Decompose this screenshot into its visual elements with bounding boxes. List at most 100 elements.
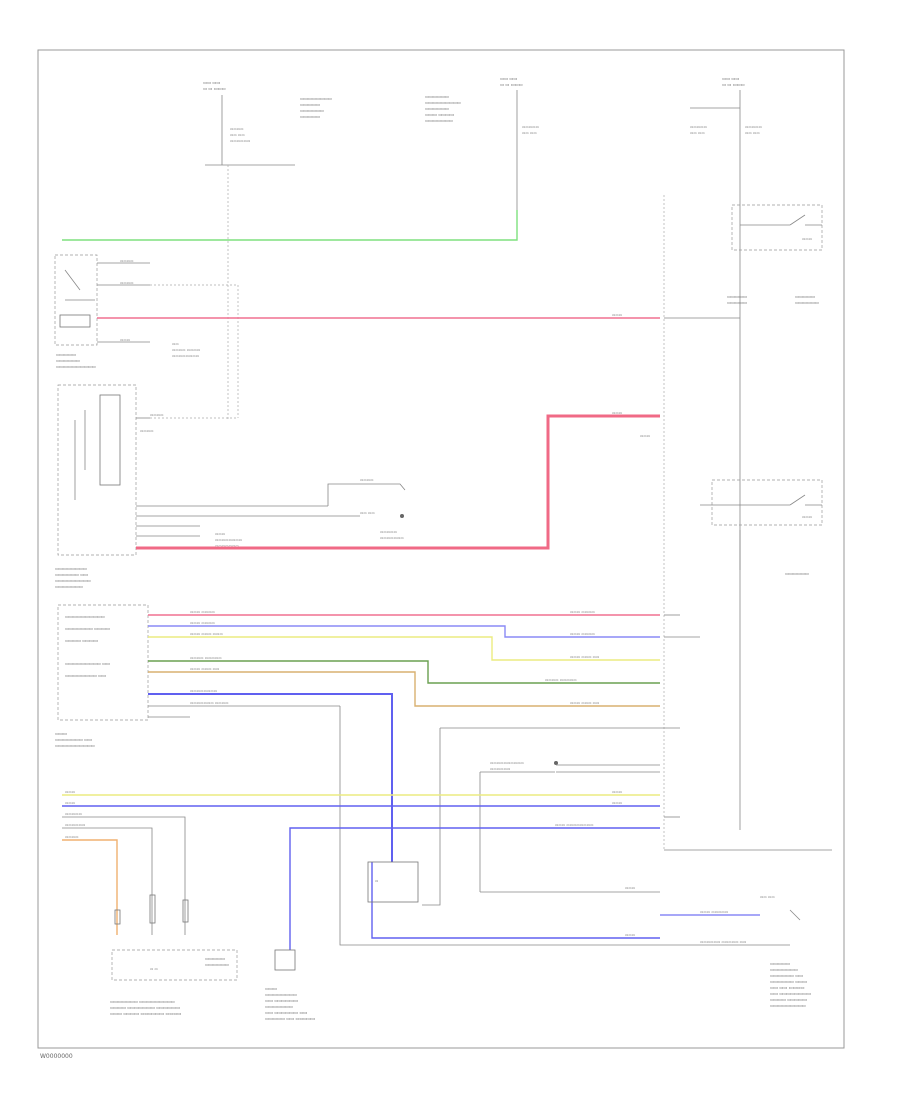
svg-text:▭▭▭▭▭▭: ▭▭▭▭▭▭ <box>300 108 324 113</box>
svg-text:▭▭▭: ▭▭▭ <box>640 434 650 438</box>
svg-text:▭▭▭▭▭▭▭▭: ▭▭▭▭▭▭▭▭ <box>265 992 297 997</box>
svg-text:▭▭▭▭▭▭▭ ▭▭▭▭: ▭▭▭▭▭▭▭ ▭▭▭▭ <box>65 626 110 631</box>
svg-text:▭▭▭▭▭: ▭▭▭▭▭ <box>745 125 762 129</box>
svg-text:▭▭▭▭▭: ▭▭▭▭▭ <box>727 300 747 305</box>
svg-text:▭▭▭▭▭▭▭▭▭: ▭▭▭▭▭▭▭▭▭ <box>55 578 91 583</box>
svg-text:▭▭ ▭▭: ▭▭ ▭▭ <box>360 511 375 515</box>
svg-text:▭▭▭▭▭▭▭▭▭▭: ▭▭▭▭▭▭▭▭▭▭ <box>56 364 96 369</box>
svg-text:▭▭▭▭▭▭: ▭▭▭▭▭▭ <box>490 767 510 771</box>
diagram-frame <box>37 49 845 1049</box>
svg-text:▭▭▭▭▭▭▭: ▭▭▭▭▭▭▭ <box>265 1004 293 1009</box>
svg-text:▭▭▭▭▭▭: ▭▭▭▭▭▭ <box>785 571 809 576</box>
relay-lower-right: ▭▭▭ ▭▭▭▭▭▭ <box>700 479 823 576</box>
svg-text:▭▭ ▭▭: ▭▭ ▭▭ <box>690 131 705 135</box>
svg-text:▭▭▭▭▭: ▭▭▭▭▭ <box>300 102 320 107</box>
svg-text:▭▭▭▭▭▭▭: ▭▭▭▭▭▭▭ <box>425 118 453 123</box>
svg-text:▭▭▭▭▭▭▭▭▭▭: ▭▭▭▭▭▭▭▭▭▭ <box>55 743 95 748</box>
svg-text:▭▭▭ ▭▭▭▭▭▭▭▭: ▭▭▭ ▭▭▭▭▭▭▭▭ <box>555 823 594 827</box>
svg-text:▭▭▭▭▭▭▭▭: ▭▭▭▭▭▭▭▭ <box>215 538 242 542</box>
fuse-feed-left: ▭▭ ▭▭ ▭ ▭ ▭▭▭ ▭▭▭▭ ▭▭ ▭▭ ▭▭▭▭▭▭ ▭▭▭▭▭▭▭▭… <box>203 80 332 420</box>
blower-control-module: ▭▭▭▭▭▭▭▭ ▭▭▭▭▭▭ ▭▭ ▭▭▭▭▭▭▭▭▭ ▭▭▭▭▭▭▭ <box>55 384 137 589</box>
svg-text:▭▭▭: ▭▭▭ <box>625 933 635 937</box>
connector-icon <box>182 899 189 923</box>
actuator-block <box>367 861 419 903</box>
svg-text:▭▭▭▭▭: ▭▭▭▭▭ <box>770 961 790 966</box>
svg-text:▭▭▭: ▭▭▭ <box>55 731 67 736</box>
svg-text:▭▭▭▭▭▭▭▭: ▭▭▭▭▭▭▭▭ <box>55 566 87 571</box>
svg-text:▭▭▭ ▭▭▭▭: ▭▭▭ ▭▭▭▭ <box>570 632 595 636</box>
svg-text:▭▭▭▭▭▭: ▭▭▭▭▭▭ <box>795 300 819 305</box>
svg-text:▭▭▭▭ ▭▭▭▭: ▭▭▭▭ ▭▭▭▭ <box>172 348 200 352</box>
relay-switch-icon <box>789 494 806 506</box>
fuse-feed-center: ▭▭ ▭▭ ▭ ▭ ▭▭▭ ▭▭▭▭▭▭ ▭▭▭▭▭▭▭▭▭ ▭▭▭▭▭▭ ▭▭… <box>425 76 539 240</box>
svg-text:▭▭▭▭: ▭▭▭▭ <box>120 259 134 263</box>
svg-text:▭▭ ▭▭: ▭▭ ▭▭ <box>722 76 739 81</box>
svg-text:▭▭▭▭▭▭: ▭▭▭▭▭▭ <box>205 962 229 967</box>
svg-text:▭▭: ▭▭ <box>172 342 179 346</box>
svg-text:▭▭▭: ▭▭▭ <box>612 313 622 317</box>
svg-text:▭▭ ▭▭: ▭▭ ▭▭ <box>203 80 220 85</box>
svg-text:▭▭▭▭ ▭▭▭▭▭: ▭▭▭▭ ▭▭▭▭▭ <box>770 997 807 1002</box>
svg-text:▭▭▭▭▭: ▭▭▭▭▭ <box>690 125 707 129</box>
svg-text:▭▭▭▭▭▭▭▭: ▭▭▭▭▭▭▭▭ <box>172 354 199 358</box>
svg-text:▭▭▭▭▭▭▭▭: ▭▭▭▭▭▭▭▭ <box>190 689 217 693</box>
sensor-connector-group: ▭ ▭ ▭▭▭▭▭ ▭▭▭▭▭▭ ▭▭▭▭▭▭▭ ▭▭▭▭▭▭▭▭▭ ▭▭▭▭ … <box>110 894 238 1016</box>
svg-text:▭▭▭▭▭: ▭▭▭▭▭ <box>795 294 815 299</box>
ambient-sensor: ▭▭▭ ▭▭▭▭▭▭▭▭ ▭▭ ▭▭▭▭▭▭ ▭▭▭▭▭▭▭ ▭▭ ▭▭▭▭▭▭… <box>265 949 315 1021</box>
wire-pink-heavy <box>136 414 660 550</box>
svg-text:▭▭▭ ▭▭▭▭: ▭▭▭ ▭▭▭▭ <box>190 610 215 614</box>
svg-text:▭▭▭: ▭▭▭ <box>612 790 622 794</box>
svg-text:▭▭ ▭▭: ▭▭ ▭▭ <box>760 895 775 899</box>
svg-text:▭▭▭: ▭▭▭ <box>802 237 812 241</box>
svg-text:▭▭ ▭▭▭▭▭▭ ▭▭: ▭▭ ▭▭▭▭▭▭ ▭▭ <box>265 1010 307 1015</box>
svg-text:▭▭▭▭▭▭▭: ▭▭▭▭▭▭▭ <box>215 544 239 548</box>
svg-text:▭▭▭: ▭▭▭ <box>612 801 622 805</box>
svg-text:▭▭ ▭▭: ▭▭ ▭▭ <box>230 133 245 137</box>
ac-control-module: ▭▭▭▭▭▭▭▭▭▭ ▭▭▭▭▭▭▭ ▭▭▭▭ ▭▭▭▭ ▭▭▭▭ ▭▭▭▭▭▭… <box>55 604 149 748</box>
svg-text:▭▭▭▭▭ ▭▭ ▭▭▭▭▭: ▭▭▭▭▭ ▭▭ ▭▭▭▭▭ <box>265 1016 315 1021</box>
svg-text:▭▭▭▭▭▭▭: ▭▭▭▭▭▭▭ <box>770 967 798 972</box>
svg-text:▭▭▭▭ ▭▭▭▭▭: ▭▭▭▭ ▭▭▭▭▭ <box>190 656 222 660</box>
svg-text:▭▭▭▭▭: ▭▭▭▭▭ <box>727 294 747 299</box>
connector-icon <box>274 949 296 971</box>
svg-text:▭▭▭▭▭▭: ▭▭▭▭▭▭ <box>425 94 449 99</box>
svg-text:▭▭ ▭▭▭▭▭▭: ▭▭ ▭▭▭▭▭▭ <box>265 998 298 1003</box>
svg-text:▭▭▭▭ ▭▭▭▭▭▭▭ ▭▭▭▭▭▭: ▭▭▭▭ ▭▭▭▭▭▭▭ ▭▭▭▭▭▭ <box>110 1005 180 1010</box>
svg-text:▭▭▭▭: ▭▭▭▭ <box>150 413 164 417</box>
svg-text:▭▭▭▭▭▭: ▭▭▭▭▭▭ <box>56 358 80 363</box>
wire-blue-mid <box>148 625 660 638</box>
svg-text:▭: ▭ <box>375 879 378 883</box>
svg-text:▭ ▭ ▭▭▭: ▭ ▭ ▭▭▭ <box>722 82 744 87</box>
svg-text:▭▭▭ ▭▭▭▭: ▭▭▭ ▭▭▭▭ <box>190 621 215 625</box>
wire-yellow-mid <box>148 636 660 661</box>
svg-text:▭▭▭ ▭▭▭▭: ▭▭▭ ▭▭▭▭ <box>425 112 454 117</box>
svg-text:▭▭▭▭▭▭ ▭▭: ▭▭▭▭▭▭ ▭▭ <box>770 973 803 978</box>
svg-text:▭▭▭▭▭: ▭▭▭▭▭ <box>300 114 320 119</box>
svg-text:▭▭▭▭: ▭▭▭▭ <box>65 835 79 839</box>
svg-text:▭▭▭▭▭▭ ▭▭▭▭▭ ▭▭: ▭▭▭▭▭▭ ▭▭▭▭▭ ▭▭ <box>700 940 746 944</box>
svg-text:▭▭▭▭▭▭: ▭▭▭▭▭▭ <box>230 139 250 143</box>
svg-text:▭▭▭▭▭▭▭▭▭▭: ▭▭▭▭▭▭▭▭▭▭ <box>65 614 105 619</box>
svg-text:▭▭ ▭▭: ▭▭ ▭▭ <box>500 76 517 81</box>
svg-text:▭▭▭▭▭▭▭▭: ▭▭▭▭▭▭▭▭ <box>300 96 332 101</box>
svg-text:▭▭ ▭▭: ▭▭ ▭▭ <box>522 131 537 135</box>
svg-text:▭▭▭ ▭▭▭▭▭: ▭▭▭ ▭▭▭▭▭ <box>700 910 728 914</box>
svg-text:▭▭▭ ▭▭▭ ▭▭: ▭▭▭ ▭▭▭ ▭▭ <box>570 701 599 705</box>
svg-text:▭▭▭▭▭: ▭▭▭▭▭ <box>56 352 76 357</box>
svg-text:▭▭▭▭▭: ▭▭▭▭▭ <box>380 530 397 534</box>
svg-text:▭▭▭▭: ▭▭▭▭ <box>230 127 244 131</box>
svg-text:▭▭▭▭ ▭▭▭▭▭: ▭▭▭▭ ▭▭▭▭▭ <box>545 678 577 682</box>
wire-blue-bottom <box>289 827 660 950</box>
connector-icon <box>114 909 121 925</box>
svg-text:▭▭ ▭▭▭▭▭▭▭▭: ▭▭ ▭▭▭▭▭▭▭▭ <box>770 991 811 996</box>
svg-text:▭▭▭▭▭▭▭▭▭: ▭▭▭▭▭▭▭▭▭ <box>770 1003 806 1008</box>
svg-text:▭▭▭▭▭▭▭: ▭▭▭▭▭▭▭ <box>380 536 404 540</box>
fuse-feed-right: ▭▭ ▭▭ ▭ ▭ ▭▭▭ ▭▭▭▭▭ ▭▭ ▭▭ ▭▭▭▭▭ ▭▭ ▭▭ <box>690 76 762 830</box>
wire-gray-lower <box>62 827 153 935</box>
wire-olive <box>148 660 660 684</box>
wire-orange <box>62 839 118 935</box>
svg-text:▭▭▭▭▭▭▭▭▭: ▭▭▭▭▭▭▭▭▭ <box>425 100 461 105</box>
wire-tan <box>148 671 660 707</box>
fan-relay-box: ▭▭▭▭▭ ▭▭▭▭▭▭ ▭▭▭▭▭▭▭▭▭▭ <box>54 254 98 369</box>
svg-text:▭▭▭: ▭▭▭ <box>120 338 130 342</box>
